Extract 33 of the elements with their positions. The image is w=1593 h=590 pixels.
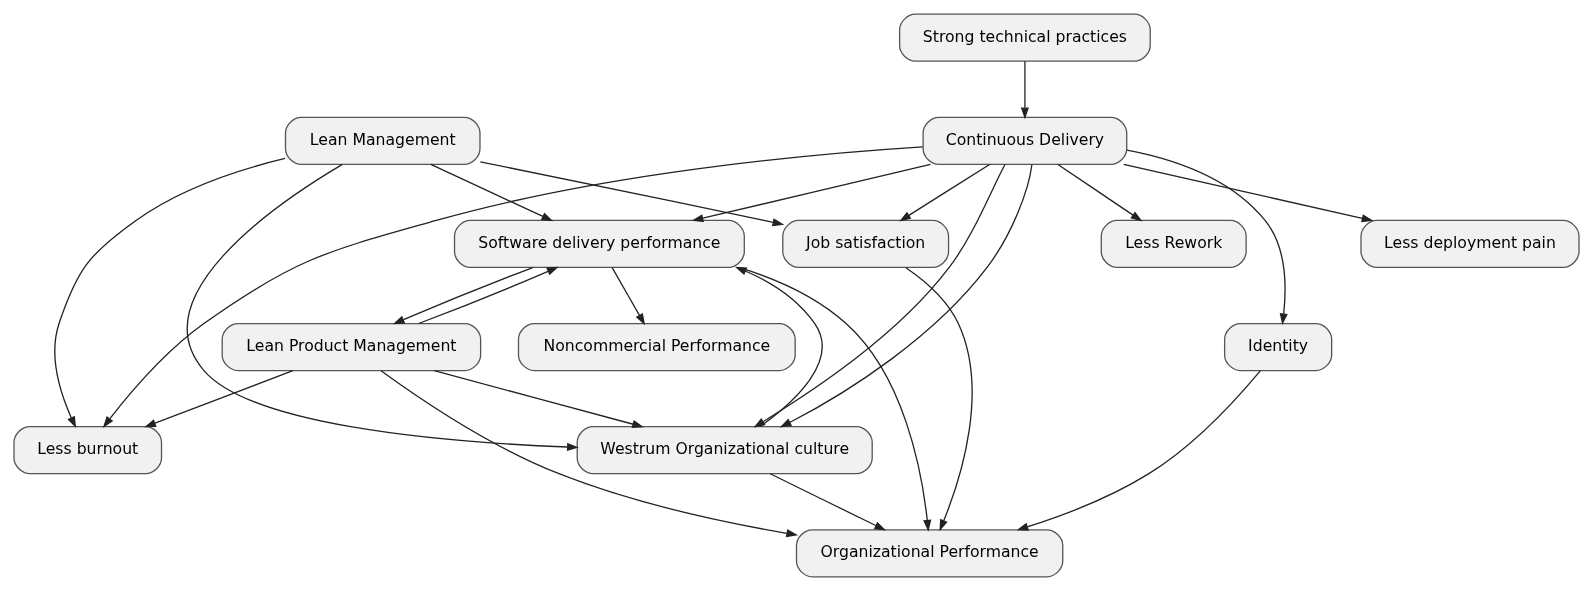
node-box: Noncommercial Performance — [517, 322, 796, 371]
arrow — [430, 163, 554, 221]
arrow — [691, 163, 932, 222]
arrow — [899, 163, 991, 221]
node-box: Lean Product Management — [221, 322, 482, 371]
node-box: Less deployment pain — [1360, 219, 1580, 268]
node-box: Strong technical practices — [898, 13, 1151, 62]
arrow — [479, 160, 785, 226]
arrow — [1123, 163, 1374, 222]
node-box: Less Rework — [1100, 219, 1247, 268]
arrow — [779, 163, 1033, 428]
arrow — [144, 369, 294, 427]
node-box: Lean Management — [284, 116, 481, 165]
arrow — [380, 369, 799, 537]
node-box: Organizational Performance — [795, 528, 1064, 577]
arrow — [769, 472, 887, 531]
arrow — [392, 266, 534, 324]
arrow — [186, 163, 579, 451]
arrow — [1126, 148, 1288, 325]
node-box: Identity — [1223, 322, 1333, 371]
arrow — [54, 157, 286, 428]
node-box: Westrum Organizational culture — [576, 425, 873, 474]
arrow — [611, 266, 646, 325]
node-box: Continuous Delivery — [922, 116, 1128, 165]
arrow — [1016, 369, 1261, 531]
node-box: Job satisfaction — [782, 219, 950, 268]
arrow — [905, 266, 973, 531]
arrow — [418, 266, 559, 324]
arrow — [433, 369, 644, 428]
arrow — [1020, 60, 1030, 119]
node-box: Less burnout — [13, 425, 163, 474]
arrow — [1057, 163, 1143, 221]
node-box: Software delivery performance — [453, 219, 745, 268]
